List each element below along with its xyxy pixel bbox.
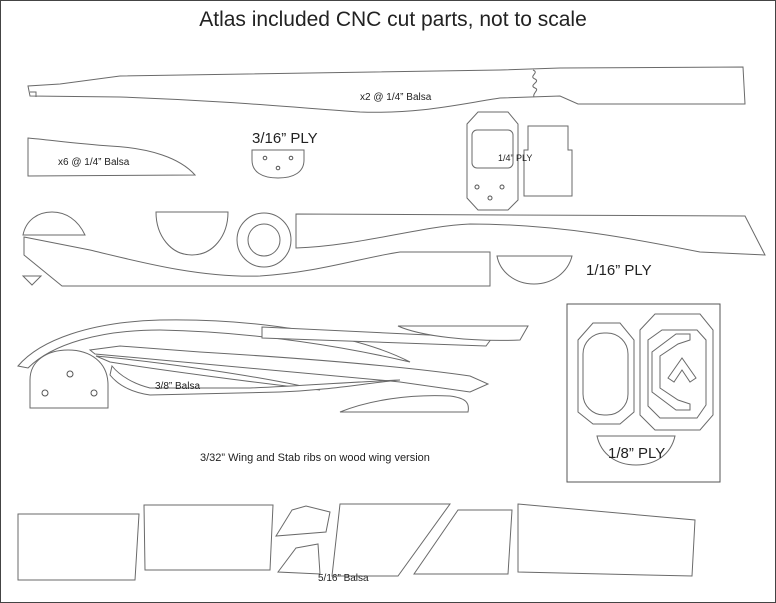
balsa-5-16-part-5	[331, 503, 451, 577]
ply-1-4-former-window	[471, 129, 514, 169]
ply-1-8-half-dome-part	[596, 435, 676, 466]
ply-1-16-dome-part	[22, 211, 86, 236]
ply-1-16-ring-inner	[247, 223, 281, 257]
balsa-5-16-part-6	[413, 509, 513, 575]
ply-1-16-lower-long-part	[23, 236, 491, 287]
page-title: Atlas included CNC cut parts, not to sca…	[199, 8, 587, 31]
balsa-5-16-label: 5/16” Balsa	[318, 573, 369, 584]
ply-1-16-long-part	[295, 213, 766, 256]
balsa-3-8-dome-part	[29, 349, 109, 409]
balsa-3-8-rib-1	[261, 326, 493, 347]
ply-3-16-hole	[275, 165, 281, 171]
x6-balsa-label: x6 @ 1/4” Balsa	[58, 157, 130, 168]
balsa-5-16-part-1	[17, 513, 140, 581]
ply-1-4-former-hole	[499, 184, 505, 190]
ply-1-8-former-left-window	[582, 332, 629, 416]
wing-ribs-label: 3/32” Wing and Stab ribs on wood wing ve…	[200, 452, 430, 464]
balsa-5-16-part-2	[143, 504, 274, 571]
ply-1-16-label: 1/16” PLY	[586, 262, 652, 279]
ply-3-16-label: 3/16” PLY	[252, 130, 318, 147]
ply-1-8-chevron-part	[667, 357, 697, 383]
balsa-5-16-part-4	[277, 543, 321, 575]
fuselage-side-joint	[532, 69, 538, 98]
ply-1-16-bowl-part	[155, 211, 229, 256]
ply-1-4-label: 1/4” PLY	[498, 153, 532, 163]
ply-1-4-former-right	[523, 125, 573, 197]
x6-balsa-part	[27, 137, 197, 177]
ply-1-8-c-shape	[651, 333, 691, 411]
ply-1-4-former-hole	[474, 184, 480, 190]
balsa-3-8-rib-6	[339, 395, 469, 413]
ply-1-16-triangle-part	[21, 275, 43, 286]
ply-1-8-label: 1/8” PLY	[608, 445, 665, 462]
balsa-3-8-rib-5	[109, 364, 401, 396]
fuselage-side-part	[27, 66, 746, 113]
ply-1-4-former-hole	[487, 195, 493, 201]
balsa-5-16-part-7	[517, 503, 696, 577]
balsa-3-8-rib-2	[397, 325, 529, 341]
balsa-5-16-part-3	[275, 505, 331, 537]
ply-1-16-half-dome-part	[496, 255, 573, 285]
ply-3-16-hole	[262, 155, 268, 161]
ply-3-16-part	[251, 149, 305, 179]
fuselage-balsa-label: x2 @ 1/4” Balsa	[360, 92, 432, 103]
balsa-3-8-hole	[41, 389, 49, 397]
balsa-3-8-rib-4	[95, 355, 321, 391]
balsa-3-8-hole	[66, 370, 74, 378]
balsa-3-8-hole	[90, 389, 98, 397]
ply-3-16-hole	[288, 155, 294, 161]
balsa-3-8-outer-curve	[17, 319, 411, 369]
balsa-3-8-label: 3/8” Balsa	[155, 381, 200, 392]
fuselage-side-tab	[30, 91, 37, 97]
